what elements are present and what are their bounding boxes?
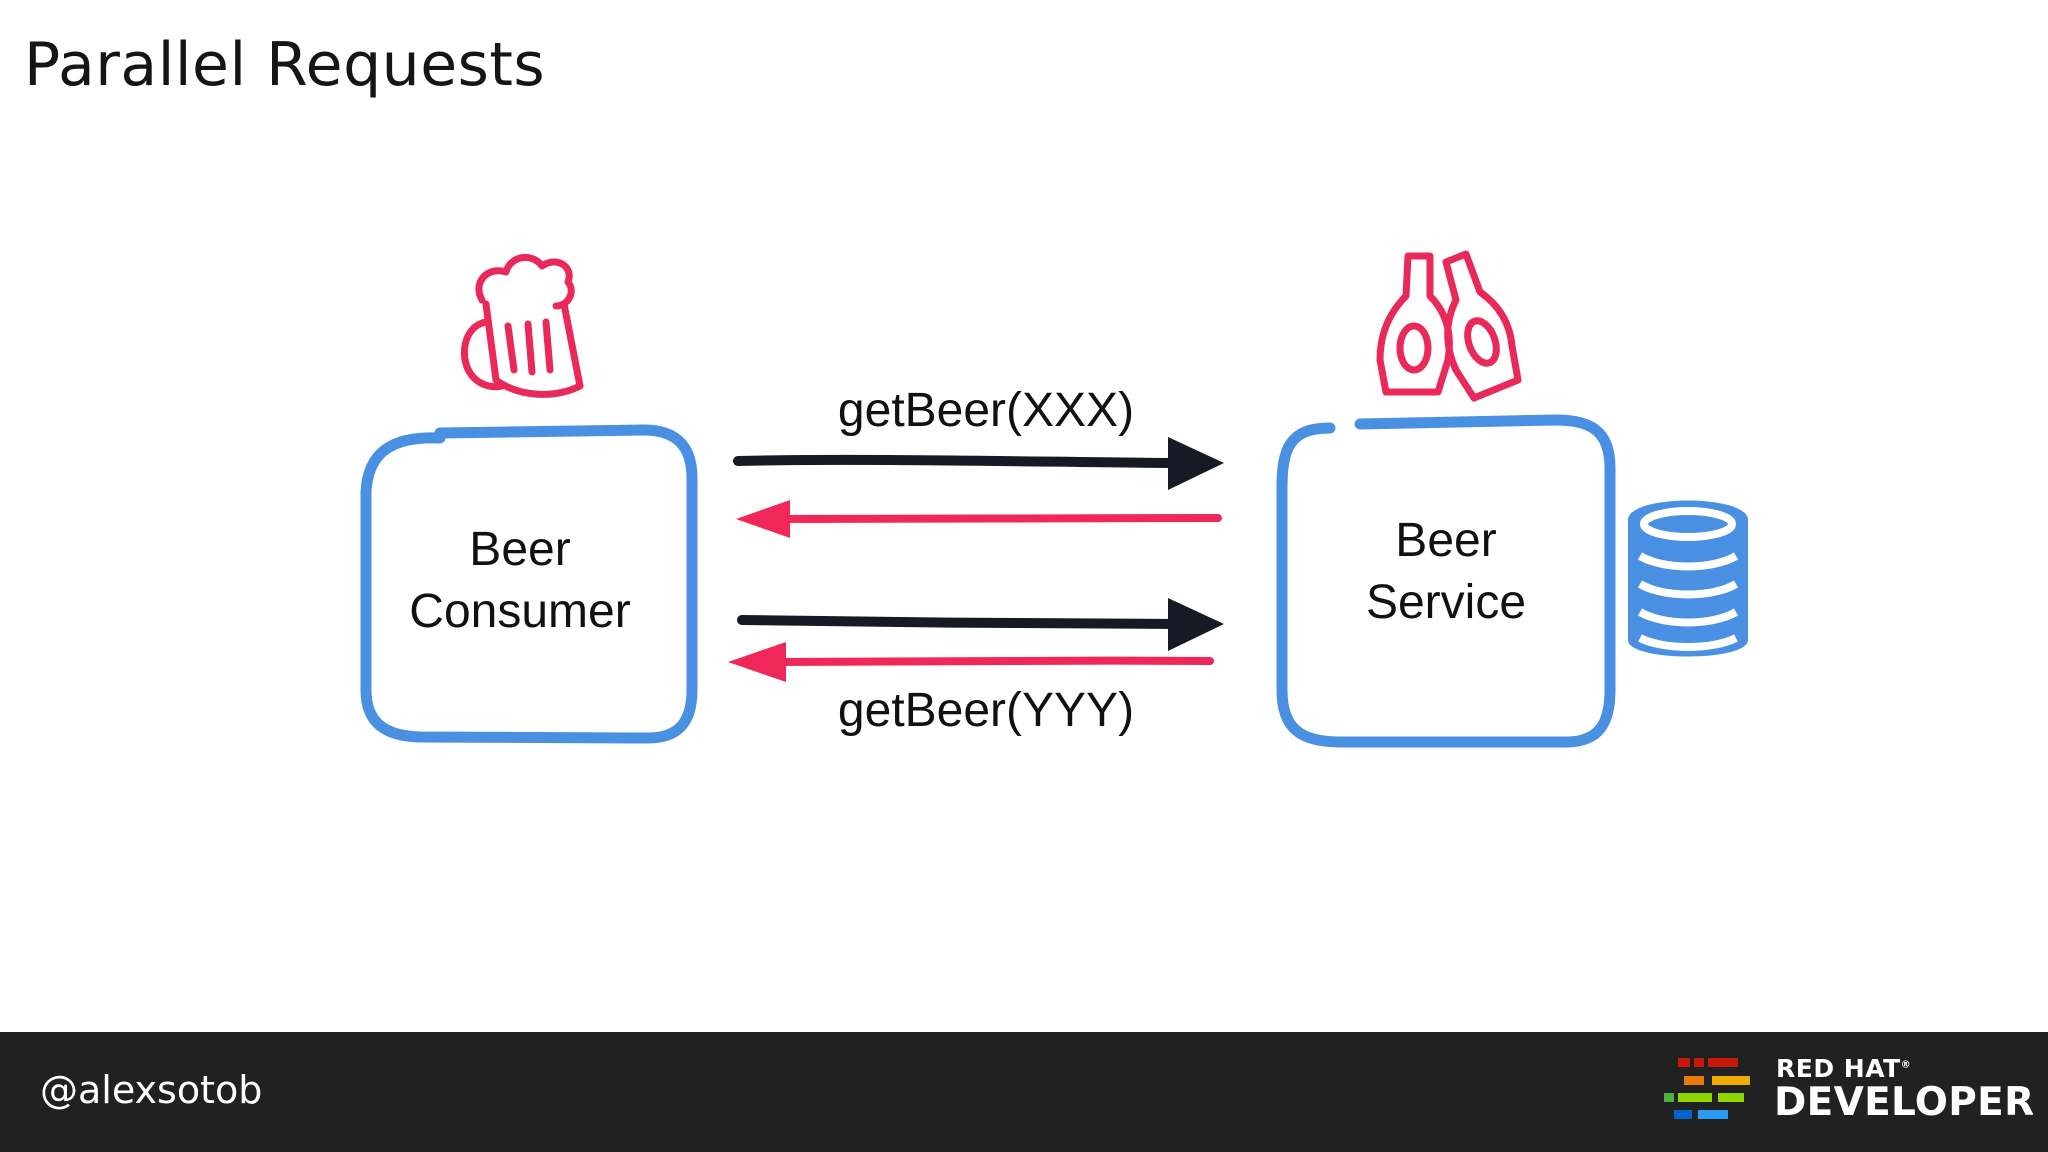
brand-red-hat: RED HAT® <box>1776 1054 1912 1083</box>
beer-service-box: Beer Service <box>1276 414 1616 748</box>
consumer-label-line1: Beer <box>469 523 570 576</box>
response-arrow-1 <box>736 500 1222 538</box>
service-label-line2: Service <box>1366 576 1526 629</box>
request-arrow-2 <box>737 598 1224 651</box>
database-icon <box>1628 500 1748 657</box>
footer-bar: @alexsotob RED HAT® DEVELOPER <box>0 1032 2048 1152</box>
slide-title: Parallel Requests <box>24 30 546 100</box>
request-arrow-1 <box>733 437 1224 490</box>
beer-mug-icon <box>460 254 584 398</box>
service-label-line1: Beer <box>1395 514 1496 567</box>
response-arrow-2 <box>728 642 1214 682</box>
beer-consumer-box: Beer Consumer <box>360 424 698 744</box>
beer-bottles-icon <box>1376 250 1522 402</box>
brand-developer: DEVELOPER <box>1774 1080 2035 1125</box>
consumer-label-line2: Consumer <box>409 585 630 638</box>
request-label-xxx: getBeer(XXX) <box>838 384 1134 437</box>
request-label-yyy: getBeer(YYY) <box>838 684 1134 737</box>
red-hat-stripes-icon <box>1664 1058 1750 1119</box>
twitter-handle: @alexsotob <box>40 1068 263 1112</box>
red-hat-developer-logo: RED HAT® DEVELOPER <box>1664 1054 2034 1134</box>
diagram: Beer Consumer getBeer(XXX) getBeer(YYY) … <box>360 250 1748 748</box>
